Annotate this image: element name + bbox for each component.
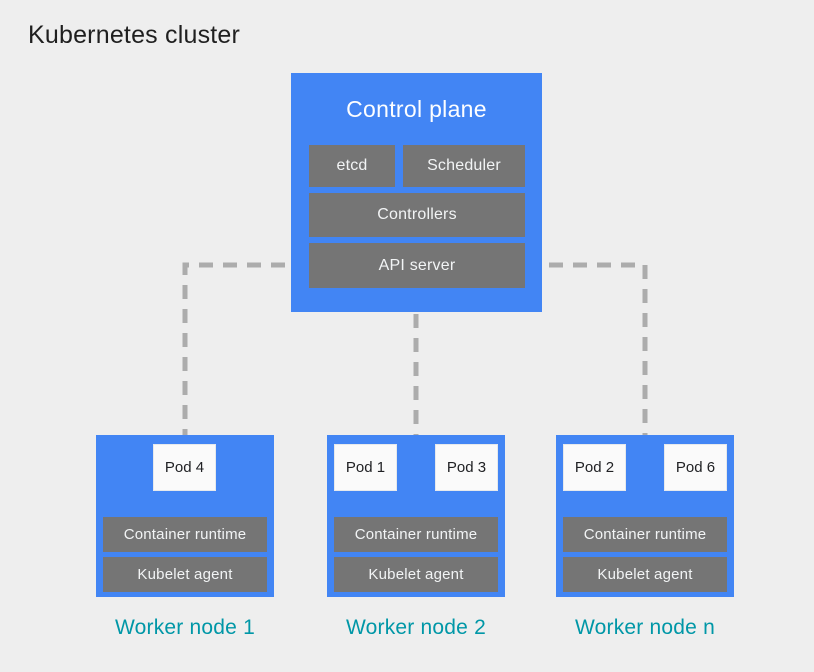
component-scheduler: Scheduler: [403, 145, 525, 187]
component-kubelet-agent: Kubelet agent: [334, 557, 498, 592]
pod: Pod 6: [664, 444, 727, 491]
worker-node-n-label: Worker node n: [575, 616, 715, 639]
pod: Pod 2: [563, 444, 626, 491]
component-kubelet-agent: Kubelet agent: [563, 557, 727, 592]
control-plane-title: Control plane: [346, 95, 487, 122]
worker-node-n: Pod 2 Pod 6 Container runtime Kubelet ag…: [556, 435, 734, 597]
component-controllers: Controllers: [309, 193, 525, 237]
component-kubelet-agent: Kubelet agent: [103, 557, 267, 592]
worker-node-2-label: Worker node 2: [346, 616, 486, 639]
worker-node-2: Pod 1 Pod 3 Container runtime Kubelet ag…: [327, 435, 505, 597]
worker-node-1: Pod 4 Container runtime Kubelet agent: [96, 435, 274, 597]
control-plane-node: Control plane etcd Scheduler Controllers…: [291, 73, 542, 312]
component-container-runtime: Container runtime: [103, 517, 267, 552]
component-api-server: API server: [309, 243, 525, 288]
pod: Pod 1: [334, 444, 397, 491]
diagram-title: Kubernetes cluster: [28, 21, 241, 49]
worker-node-1-label: Worker node 1: [115, 616, 255, 639]
connector-right: [525, 262, 648, 435]
component-container-runtime: Container runtime: [563, 517, 727, 552]
pod: Pod 4: [153, 444, 216, 491]
component-container-runtime: Container runtime: [334, 517, 498, 552]
pod: Pod 3: [435, 444, 498, 491]
component-etcd: etcd: [309, 145, 395, 187]
